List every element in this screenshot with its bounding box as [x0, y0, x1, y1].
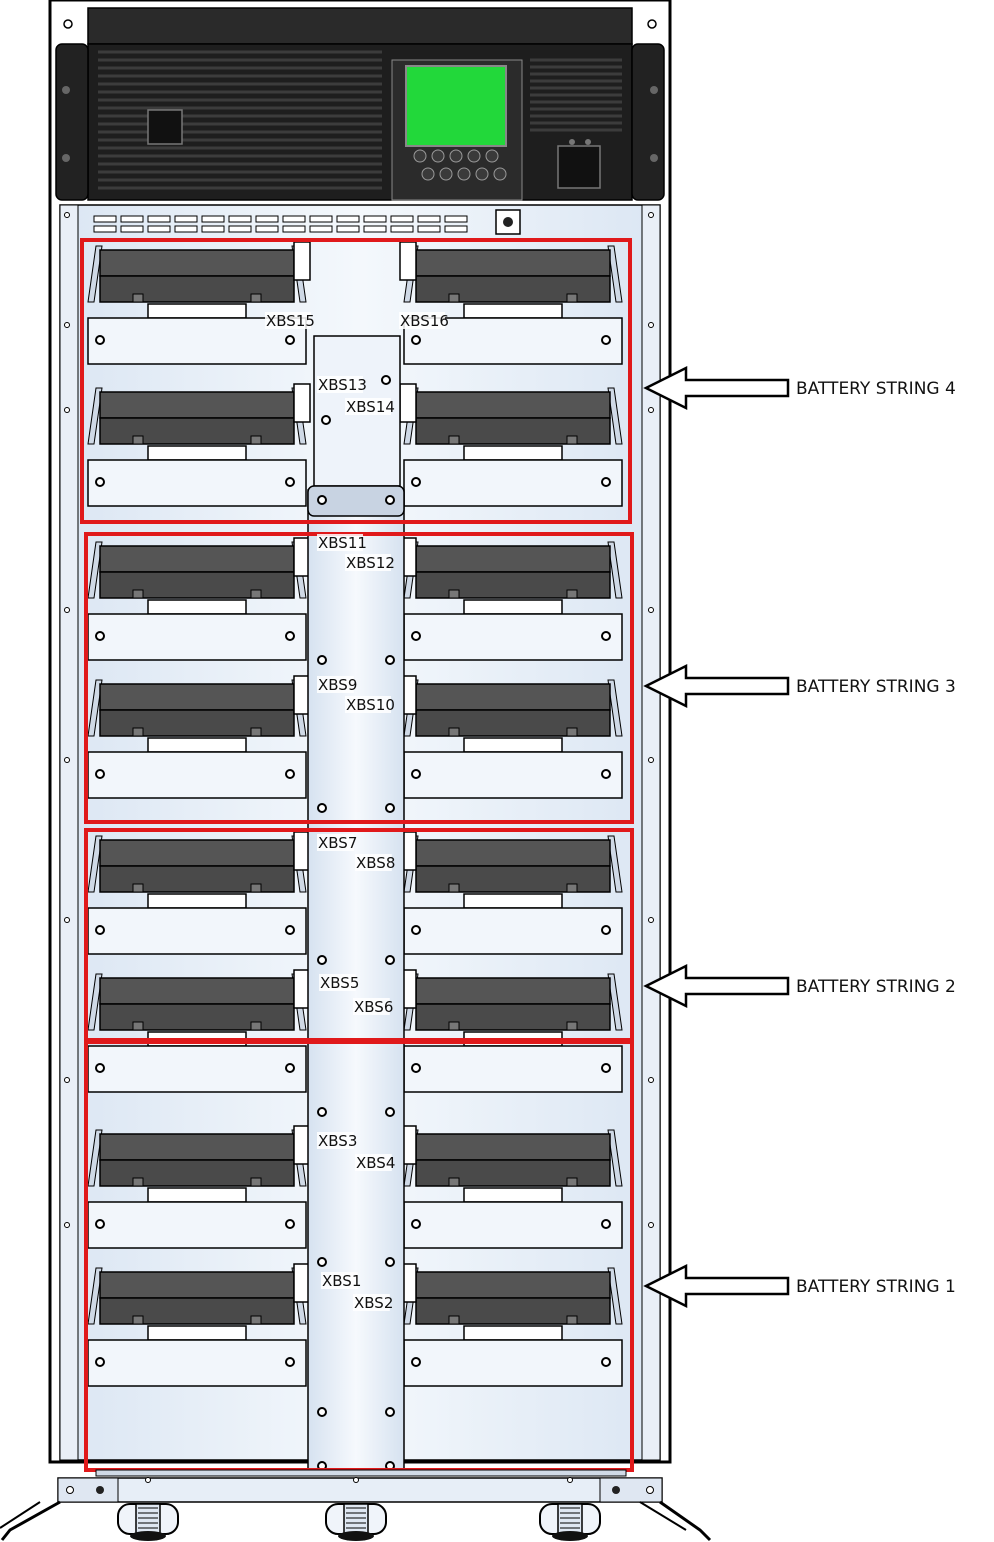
battery-block: [99, 1133, 295, 1161]
battery-string-callout: BATTERY STRING 2: [643, 963, 956, 1009]
cabinet-top-bracket: [495, 209, 521, 235]
arrow-left-icon: [643, 1263, 790, 1309]
battery-tray: [87, 241, 311, 365]
cabinet-vent-slots: [93, 215, 468, 233]
ups-vent-grille-left: [98, 50, 382, 190]
connector-label: XBS8: [356, 854, 395, 872]
battery-tray: [399, 969, 623, 1093]
connector-label: XBS2: [354, 1294, 393, 1312]
battery-tray: [87, 1125, 311, 1249]
battery-block: [99, 1271, 295, 1299]
ups-key-button: [493, 167, 507, 181]
battery-tray: [87, 1263, 311, 1387]
battery-connector: [399, 383, 417, 423]
arrow-left-icon: [643, 963, 790, 1009]
battery-trays: [87, 241, 623, 1387]
battery-block: [415, 1133, 611, 1161]
battery-block: [99, 391, 295, 419]
lcd-display: [405, 65, 507, 147]
battery-tray: [399, 1125, 623, 1249]
battery-string-label: BATTERY STRING 3: [796, 677, 956, 697]
connector-label: XBS14: [346, 398, 395, 416]
battery-string-callout: BATTERY STRING 4: [643, 365, 956, 411]
battery-block: [99, 839, 295, 867]
connector-label: XBS7: [318, 834, 357, 852]
battery-tray: [399, 383, 623, 507]
battery-connector: [293, 383, 311, 423]
caster-wheel: [539, 1503, 601, 1541]
cabinet-base: [57, 1477, 663, 1503]
connector-label: XBS3: [318, 1132, 357, 1150]
ups-key-button: [413, 149, 427, 163]
ups-module: [55, 7, 665, 201]
ups-key-button: [421, 167, 435, 181]
ups-key-button: [457, 167, 471, 181]
ups-key-button: [431, 149, 445, 163]
battery-tray: [87, 831, 311, 955]
battery-block: [99, 683, 295, 711]
battery-connector: [293, 241, 311, 281]
battery-block: [415, 391, 611, 419]
connector-label: XBS1: [322, 1272, 361, 1290]
battery-string-callouts: BATTERY STRING 4 BATTERY STRING 3 BATTERY …: [643, 365, 956, 1309]
battery-connector: [399, 241, 417, 281]
battery-block: [99, 545, 295, 573]
battery-block: [415, 977, 611, 1005]
battery-block: [99, 977, 295, 1005]
caster-wheels: [117, 1503, 601, 1541]
ups-key-button: [467, 149, 481, 163]
battery-block: [415, 839, 611, 867]
caster-wheel: [117, 1503, 179, 1541]
ups-keypad: [413, 149, 507, 181]
connector-label: XBS12: [346, 554, 395, 572]
battery-block: [415, 249, 611, 277]
caster-wheel: [325, 1503, 387, 1541]
cabinet-feet: [0, 1469, 712, 1542]
ups-key-button: [449, 149, 463, 163]
ups-key-button: [439, 167, 453, 181]
battery-string-callout: BATTERY STRING 3: [643, 663, 956, 709]
battery-string-label: BATTERY STRING 1: [796, 1277, 956, 1297]
battery-string-label: BATTERY STRING 2: [796, 977, 956, 997]
connector-label: XBS11: [318, 534, 367, 552]
connector-label: XBS4: [356, 1154, 395, 1172]
connector-label: XBS6: [354, 998, 393, 1016]
battery-tray: [399, 831, 623, 955]
battery-block: [415, 1271, 611, 1299]
battery-block: [415, 683, 611, 711]
connector-label: XBS13: [318, 376, 367, 394]
power-switch: [147, 109, 183, 145]
connector-label: XBS16: [400, 312, 449, 330]
battery-tray: [399, 1263, 623, 1387]
string-highlight-box: [80, 238, 632, 524]
battery-string-label: BATTERY STRING 4: [796, 379, 956, 399]
battery-string-callout: BATTERY STRING 1: [643, 1263, 956, 1309]
connector-label: XBS9: [318, 676, 357, 694]
ups-vent-grille-right: [530, 58, 622, 132]
battery-tray: [87, 383, 311, 507]
battery-tray: [87, 675, 311, 799]
arrow-left-icon: [643, 365, 790, 411]
ups-key-button: [485, 149, 499, 163]
connector-label: XBS10: [346, 696, 395, 714]
ups-socket: [557, 145, 601, 189]
battery-tray: [87, 537, 311, 661]
arrow-left-icon: [643, 663, 790, 709]
battery-block: [99, 249, 295, 277]
connector-label: XBS15: [266, 312, 315, 330]
battery-block: [415, 545, 611, 573]
ups-key-button: [475, 167, 489, 181]
connector-label: XBS5: [320, 974, 359, 992]
